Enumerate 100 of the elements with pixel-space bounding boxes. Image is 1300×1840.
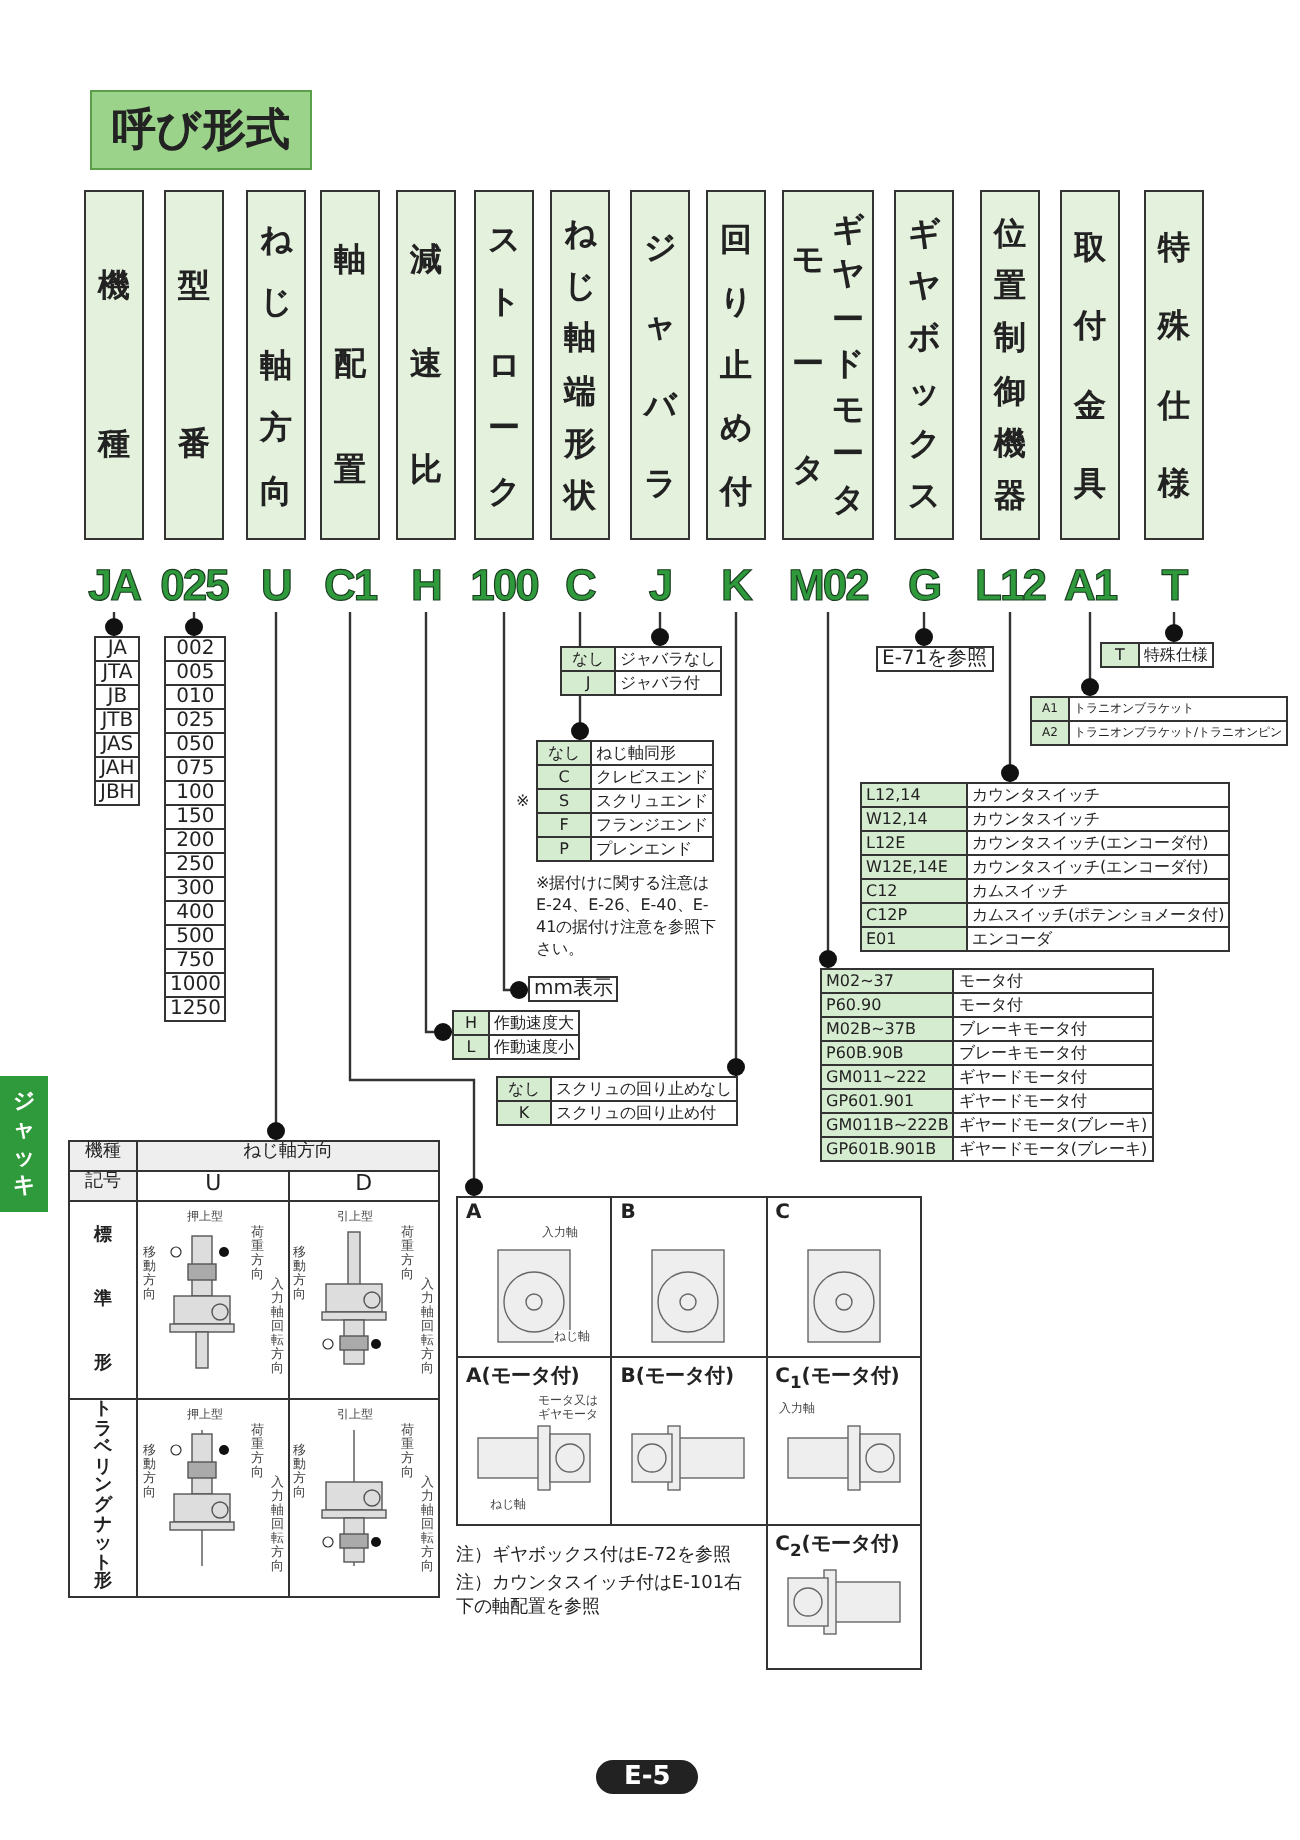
description-cell: ギヤードモータ付 (953, 1065, 1153, 1089)
code-cell: L12E (861, 831, 967, 855)
leader-line (267, 612, 285, 1140)
side-tab: ジャッキ (0, 1076, 48, 1212)
row-header: 標準形 (93, 1223, 114, 1378)
description-cell: ねじ軸同形 (591, 741, 713, 765)
leader-line (915, 612, 933, 646)
header-cell: D (288, 1171, 439, 1201)
value-cell: JBH (95, 781, 140, 805)
direction-table (68, 1140, 440, 1604)
code-cell: T (1101, 643, 1139, 667)
description-cell: 特殊仕様 (1139, 643, 1213, 667)
value-cell: 200 (165, 829, 226, 853)
header-box (396, 190, 456, 540)
option-table (164, 636, 228, 1022)
panel-label: B(モータ付) (620, 1363, 735, 1390)
value-cell: 1000 (165, 973, 226, 997)
value-cell: JAH (95, 757, 140, 781)
code-cell: なし (497, 1077, 551, 1101)
code-cell: なし (561, 647, 615, 671)
header-box (84, 190, 144, 540)
code-cell: C12P (861, 903, 967, 927)
option-table (1030, 696, 1289, 746)
description-cell: カウンタスイッチ (967, 807, 1230, 831)
description-cell: スクリュの回り止め付 (551, 1101, 737, 1125)
header-label: 特殊仕様 (1157, 226, 1191, 506)
code-cell: GP601.901 (821, 1089, 954, 1113)
leader-line (1001, 612, 1019, 782)
header-box (1144, 190, 1204, 540)
header-label: 位置制御機器 (993, 212, 1027, 518)
code-cell: GM011~222 (821, 1065, 954, 1089)
description-cell: ジャバラ付 (615, 671, 721, 695)
header-box (164, 190, 224, 540)
page-number: E-5 (596, 1760, 699, 1794)
description-cell: 作動速度大 (489, 1011, 579, 1035)
header-box (706, 190, 766, 540)
header-box (550, 190, 610, 540)
option-table (452, 1010, 580, 1060)
value-cell: 300 (165, 877, 226, 901)
value-cell: 1250 (165, 997, 226, 1021)
description-cell: カウンタスイッチ(エンコーダ付) (967, 855, 1230, 879)
description-cell: ギヤードモータ(ブレーキ) (953, 1113, 1153, 1137)
description-cell: カウンタスイッチ(エンコーダ付) (967, 831, 1230, 855)
description-cell: ブレーキモータ付 (953, 1041, 1153, 1065)
header-box (894, 190, 954, 540)
description-cell: モータ付 (953, 993, 1153, 1017)
header-cell: 機種 (69, 1141, 138, 1171)
code-cell: P60.90 (821, 993, 954, 1017)
header-label: ストローク (487, 218, 521, 514)
value-cell: 005 (165, 661, 226, 685)
value-cell: JTA (95, 661, 140, 685)
code-cell: C12 (861, 879, 967, 903)
code-cell: F (537, 813, 591, 837)
description-cell: 作動速度小 (489, 1035, 579, 1059)
header-box (1060, 190, 1120, 540)
header-label: 型番 (177, 264, 211, 465)
description-cell: ブレーキモータ付 (953, 1017, 1153, 1041)
code-symbol: T (1130, 560, 1218, 612)
value-cell: 050 (165, 733, 226, 757)
description-cell: スクリュエンド (591, 789, 713, 813)
header-label: ギヤードモータ (831, 208, 865, 522)
description-cell: プレンエンド (591, 837, 713, 861)
leader-line (1165, 612, 1183, 642)
description-cell: カウンタスイッチ (967, 783, 1230, 807)
code-cell: GM011B~222B (821, 1113, 954, 1137)
description-cell: エンコーダ (967, 927, 1230, 951)
code-cell: なし (537, 741, 591, 765)
header-box (980, 190, 1040, 540)
code-cell: L (453, 1035, 489, 1059)
value-cell: 750 (165, 949, 226, 973)
code-cell: L12,14 (861, 783, 967, 807)
row-header: トラベリングナット形 (93, 1402, 114, 1594)
value-cell: 002 (165, 637, 226, 661)
leader-line (819, 612, 837, 968)
code-cell: GP601B.901B (821, 1137, 954, 1161)
code-cell: C (537, 765, 591, 789)
value-cell: 100 (165, 781, 226, 805)
description-cell: ギヤードモータ(ブレーキ) (953, 1137, 1153, 1161)
header-cell: ねじ軸方向 (137, 1141, 439, 1171)
value-cell: E-71を参照 (877, 647, 993, 671)
header-box (246, 190, 306, 540)
note-text: ※据付けに関する注意はE-24、E-26、E-40、E-41の据付け注意を参照下さい。 (536, 872, 719, 960)
value-cell: JTB (95, 709, 140, 733)
option-table (496, 1076, 738, 1126)
leader-line (1081, 612, 1099, 696)
code-cell: K (497, 1101, 551, 1125)
code-cell: H (453, 1011, 489, 1035)
option-table (860, 782, 1231, 952)
description-cell: カムスイッチ (967, 879, 1230, 903)
value-cell: 150 (165, 805, 226, 829)
code-cell: S (537, 789, 591, 813)
value-cell: JA (95, 637, 140, 661)
page-title: 呼び形式 (90, 90, 312, 170)
header-label: ねじ軸端形状 (563, 212, 597, 518)
option-table (536, 740, 714, 862)
value-cell: JB (95, 685, 140, 709)
leader-line (424, 612, 452, 1041)
panel-label: B (620, 1202, 636, 1224)
header-label: 回り止め付 (719, 218, 753, 514)
option-table (560, 646, 722, 696)
